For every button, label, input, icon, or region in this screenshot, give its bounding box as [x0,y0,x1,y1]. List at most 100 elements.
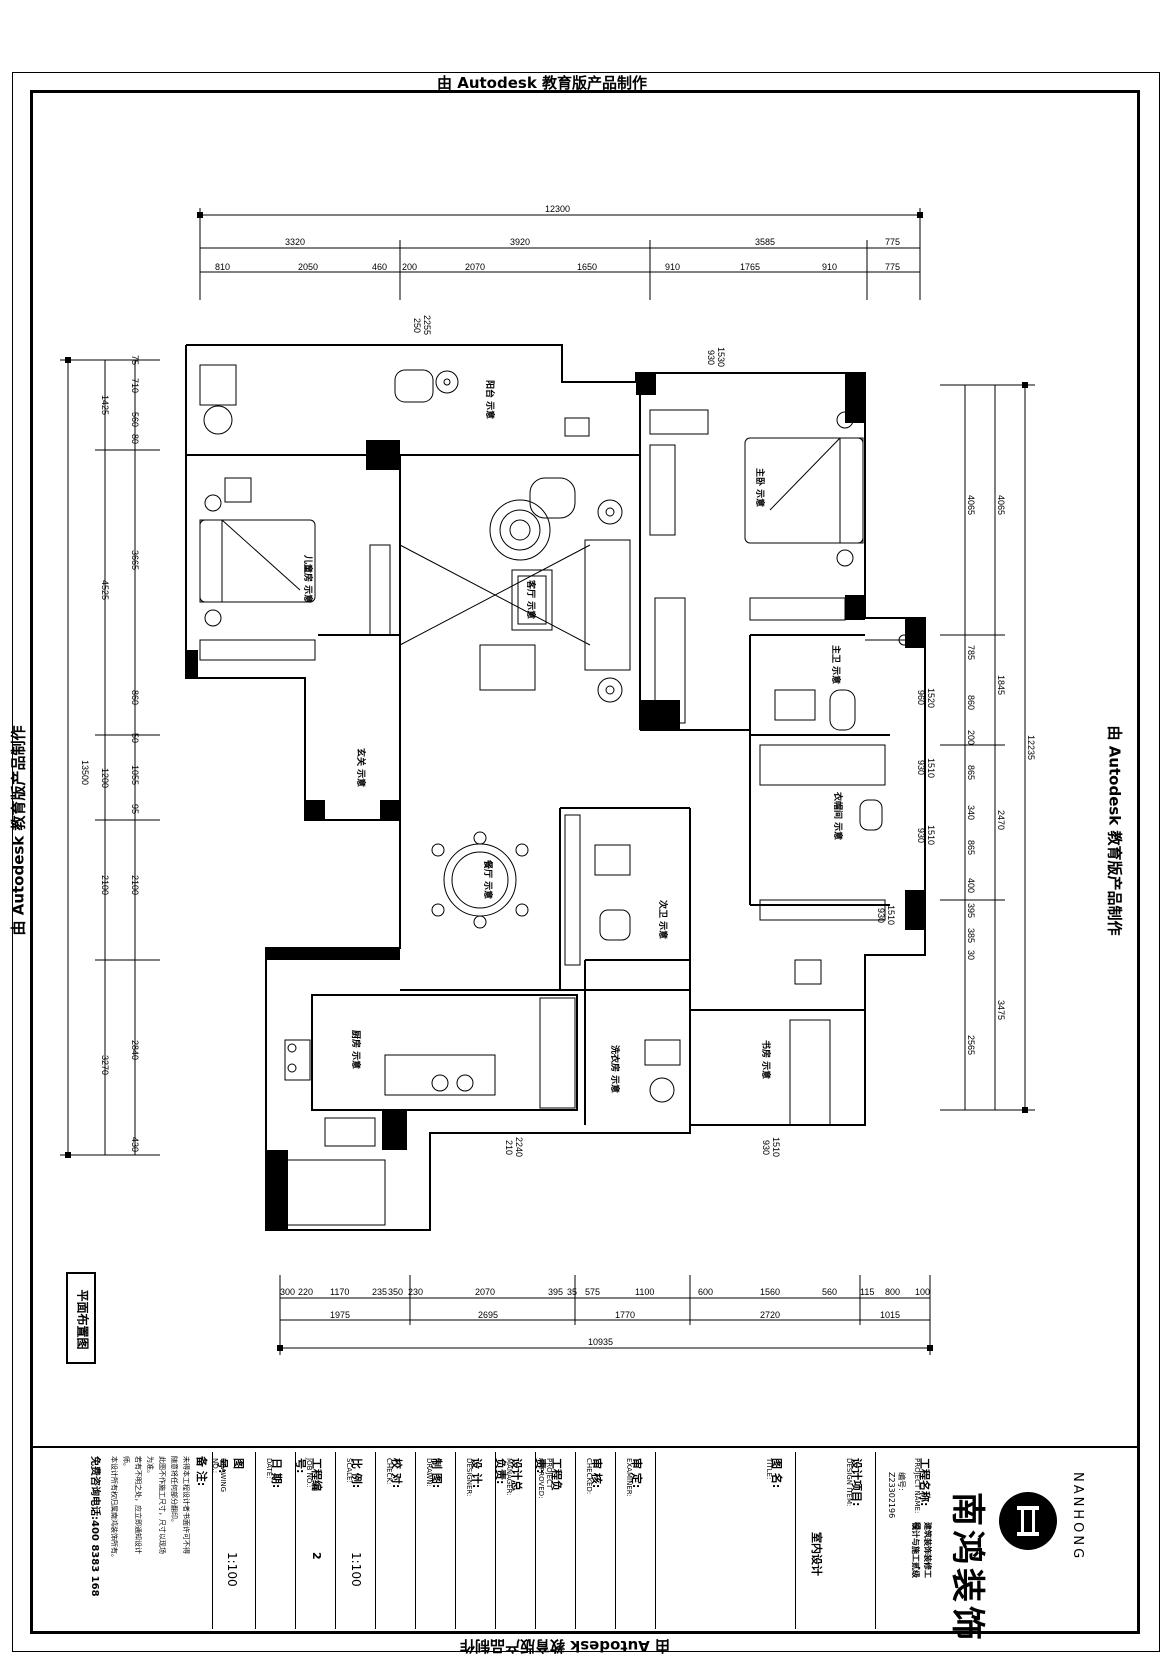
window-dim: 1510 [771,1137,781,1157]
dim-top-total: 12300 [545,204,570,214]
dim-top-fine: 810 [215,262,230,272]
room-label-child-bedroom: 儿童房 示意 [302,554,314,603]
dim-left-fine: 95 [130,804,140,814]
note-line: 此图不作施工尺寸，尺寸以现场 [158,1456,166,1554]
dim-right-mid: 3475 [996,1000,1006,1020]
dim-bottom-fine: 575 [585,1287,600,1297]
dim-bottom-fine: 100 [915,1287,930,1297]
dim-left-mid: 1200 [100,768,110,788]
dim-right-fine: 395 [966,903,976,918]
dim-right-fine: 400 [966,878,976,893]
dim-bottom-fine: 600 [698,1287,713,1297]
dim-right-mid: 2470 [996,810,1006,830]
dim-left-fine: 75 [130,355,140,365]
dim-top-fine: 1650 [577,262,597,272]
dim-top-fine: 460 [372,262,387,272]
dim-bottom-fine: 395 [548,1287,563,1297]
dim-left-fine: 710 [130,378,140,393]
dim-bottom-mid: 2695 [478,1310,498,1320]
window-dim: 1510 [926,758,936,778]
design-item-value: 室内设计 [810,1532,823,1576]
dim-right-fine: 865 [966,765,976,780]
dim-left-mid: 1425 [100,395,110,415]
fields-section: 图 号: DRAWING NO.: 1:100 日 期: DATE: 工程编号:… [211,1452,616,1629]
dim-left-mid: 3270 [100,1055,110,1075]
dim-bottom-fine: 220 [298,1287,313,1297]
window-dim: 2240 [514,1137,524,1157]
dim-right-fine: 2565 [966,1035,976,1055]
dim-top-fine: 200 [402,262,417,272]
dim-right-fine: 785 [966,645,976,660]
note-line: 若有不明之处，应立即通知设计 [134,1456,142,1554]
dim-bottom-mid: 2720 [760,1310,780,1320]
dim-top-fine: 2050 [298,262,318,272]
dim-top-fine: 2070 [465,262,485,272]
title-block: 备 注: 未得本工程设计者书面许可不得 随意将任何部分翻印。 此图不作施工尺寸，… [33,1446,1137,1644]
note-line: 本设计所有权归属南鸿装饰所有。 [110,1456,118,1561]
job-no-en: JOB NO.: [305,1458,313,1488]
dim-top-fine: 910 [822,262,837,272]
pillar-icon [1017,1506,1039,1536]
window-dim: 930 [876,908,886,923]
dim-right-fine: 30 [966,950,976,960]
dim-bottom-fine: 1100 [635,1287,654,1297]
dim-right-fine: 4065 [966,495,976,515]
room-label-dining: 餐厅 示意 [482,859,494,899]
dim-bottom-fine: 350 [388,1287,403,1297]
note-line: 为准。 [146,1456,154,1477]
room-label-walk-in-closet: 衣帽间 示意 [832,792,844,840]
window-dim: 250 [412,318,422,333]
dim-bottom-mid: 1015 [880,1310,900,1320]
room-label-guest-bath: 次卫 示意 [657,900,669,939]
room-label-kitchen: 厨房 示意 [350,1030,362,1069]
room-label-laundry: 洗衣房 示意 [609,1045,621,1093]
project-section: 工程名称: PROJECT NAME: 建筑装饰装修工程 设计与施工贰级 编号:… [875,1452,935,1629]
note-line: 未得本工程设计者书面许可不得 [182,1456,190,1554]
window-dim: 930 [916,828,926,843]
notes-title: 备 注: [195,1456,208,1487]
dim-bottom-fine: 1170 [330,1287,349,1297]
job-no-value: 2 [310,1552,323,1560]
dim-bottom-total: 10935 [588,1337,613,1347]
dim-right-fine: 340 [966,805,976,820]
window-dim: 960 [916,690,926,705]
title-en: TITLE: [765,1458,773,1480]
room-label-living-room: 客厅 示意 [525,579,537,619]
dim-left-fine: 560 [130,412,140,427]
dim-bottom-fine: 230 [408,1287,423,1297]
dim-top-fine: 775 [885,262,900,272]
hotline: 免费咨询电话:400 8383 168 [89,1456,100,1597]
design-item-section: 设计项目: DESIGN ITEM: 室内设计 [795,1452,876,1629]
outer-frame [12,72,1160,1652]
dim-top-fine: 1765 [740,262,760,272]
drawn-en: DRAWN: [425,1458,433,1487]
window-dim: 930 [706,350,716,365]
dim-bottom-fine: 2070 [475,1287,495,1297]
dim-bottom-fine: 560 [822,1287,837,1297]
window-dim: 930 [916,760,926,775]
dim-left-fine: 860 [130,690,140,705]
dim-right-total: 12235 [1026,735,1036,760]
drawing-title-text: 平面布置图 [75,1289,90,1350]
scale-value: 1:100 [349,1552,363,1587]
dim-left-mid: 4525 [100,580,110,600]
checked-en: CHECKED: [585,1458,593,1495]
title-section: 图 名: TITLE: [655,1452,796,1629]
window-dim: 1510 [886,905,896,925]
dim-left-fine: 3665 [130,550,140,570]
dim-right-mid: 1845 [996,675,1006,695]
note-line: 随意将任何部分翻印。 [170,1456,178,1526]
dim-left-fine: 1055 [130,765,140,785]
drawing-no-en: DRAWING NO.: [211,1458,227,1493]
inner-frame [30,90,1140,1634]
notes-section: 备 注: 未得本工程设计者书面许可不得 随意将任何部分翻印。 此图不作施工尺寸，… [37,1452,213,1629]
dim-left-fine: 2840 [130,1040,140,1060]
room-label-master-bath: 主卫 示意 [830,645,842,684]
room-label-study: 书房 示意 [760,1040,772,1079]
room-label-entrance: 玄关 示意 [355,748,367,787]
scale-en: SCALE: [345,1458,353,1483]
company-name-cn: 南鸿装饰 [947,1492,987,1644]
date-en: DATE: [265,1458,273,1479]
dim-left-fine: 50 [130,733,140,743]
